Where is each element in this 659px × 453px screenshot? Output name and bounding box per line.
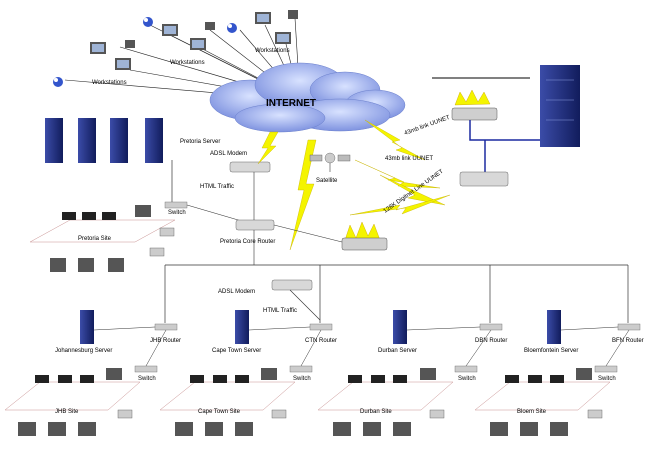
internet-cloud <box>209 62 406 133</box>
workstations-label: Workstations <box>255 48 290 54</box>
printer-icon <box>159 227 175 237</box>
globe-icon <box>143 17 153 27</box>
router-icon <box>479 323 503 331</box>
satellite-icon <box>309 152 351 172</box>
branch-server-label: Johannesburg Server <box>55 348 112 354</box>
workstations-label: Workstations <box>170 60 205 66</box>
adsl-modem <box>229 161 271 173</box>
branch-bfn: Bloemfontein Server BFN Router Switch Bl… <box>474 310 644 436</box>
server-icon <box>80 310 94 344</box>
lightning-links <box>257 119 451 251</box>
monitor-icon <box>90 42 106 54</box>
branch-router-label: JHB Router <box>150 338 181 344</box>
desktop-icons <box>50 258 124 272</box>
branch-server-label: Bloemfontein Server <box>524 348 578 354</box>
pretoria-core-router-label: Pretoria Core Router <box>220 239 275 245</box>
branch-site-label: Bloem Site <box>517 409 547 415</box>
pretoria-site <box>29 219 176 243</box>
firewall-router <box>451 89 498 121</box>
server-icon <box>547 310 561 344</box>
branch-site-label: Durban Site <box>360 409 392 415</box>
switch-icon <box>134 365 158 373</box>
branch-ctn: Cape Town Server CTN Router Switch Cape … <box>159 310 337 436</box>
branch-backbone <box>164 264 629 323</box>
branch-server-label: Durban Server <box>378 348 417 354</box>
branch-jhb: Johannesburg Server JHB Router Switch JH… <box>4 310 181 436</box>
branch-dbn: Durban Server DBN Router Switch Durban S… <box>317 310 507 436</box>
router-icon <box>154 323 178 331</box>
pretoria-server-rack <box>45 118 163 163</box>
laptop-icons <box>62 205 151 220</box>
uunet-server <box>540 65 580 147</box>
pretoria-switch <box>164 201 188 209</box>
adsl-modem-label: ADSL Modem <box>210 151 247 157</box>
branch-router-label: BFN Router <box>612 338 644 344</box>
pretoria-site-label: Pretoria Site <box>78 236 112 242</box>
adsl-modem <box>271 279 313 291</box>
internet-label: INTERNET <box>266 98 316 109</box>
link-label: 43mb link UUNET <box>404 115 451 137</box>
globe-icon <box>53 77 63 87</box>
switch-label: Switch <box>168 210 186 216</box>
monitor-icon <box>205 22 215 30</box>
branch-router-label: DBN Router <box>475 338 507 344</box>
branch-switch-label: Switch <box>458 376 476 382</box>
printer-icon <box>149 247 165 257</box>
branch-site-label: Cape Town Site <box>198 409 241 415</box>
branch-switch-label: Switch <box>293 376 311 382</box>
workstations-label: Workstations <box>92 80 127 86</box>
firewall-router <box>341 221 388 251</box>
html-traffic-label: HTML Traffic <box>200 184 234 190</box>
adsl-modem-label: ADSL Modem <box>218 289 255 295</box>
workstation-icons <box>53 10 298 87</box>
server-icon <box>235 310 249 344</box>
link-label: 43mb link UUNET <box>385 156 433 162</box>
switch-icon <box>289 365 313 373</box>
html-traffic-label: HTML Traffic <box>263 308 297 314</box>
branch-switch-label: Switch <box>598 376 616 382</box>
branch-site-label: JHB Site <box>55 409 79 415</box>
satellite-label: Satellite <box>316 178 338 184</box>
branch-switch-label: Switch <box>138 376 156 382</box>
branch-router-label: CTN Router <box>305 338 337 344</box>
globe-icon <box>227 23 237 33</box>
monitor-icon <box>288 10 298 19</box>
switch-icon <box>594 365 618 373</box>
monitor-icon <box>190 38 206 50</box>
switch-icon <box>454 365 478 373</box>
pretoria-core-router <box>235 219 275 231</box>
branch-server-label: Cape Town Server <box>212 348 261 354</box>
monitor-icon <box>255 12 271 24</box>
router-icon <box>617 323 641 331</box>
branch-connectors <box>93 326 630 367</box>
uunet-router <box>459 171 509 187</box>
monitor-icon <box>162 24 178 36</box>
monitor-icon <box>275 32 291 44</box>
server-icon <box>393 310 407 344</box>
monitor-icon <box>125 40 135 48</box>
monitor-icon <box>115 58 131 70</box>
router-icon <box>309 323 333 331</box>
pretoria-server-label: Pretoria Server <box>180 139 220 145</box>
